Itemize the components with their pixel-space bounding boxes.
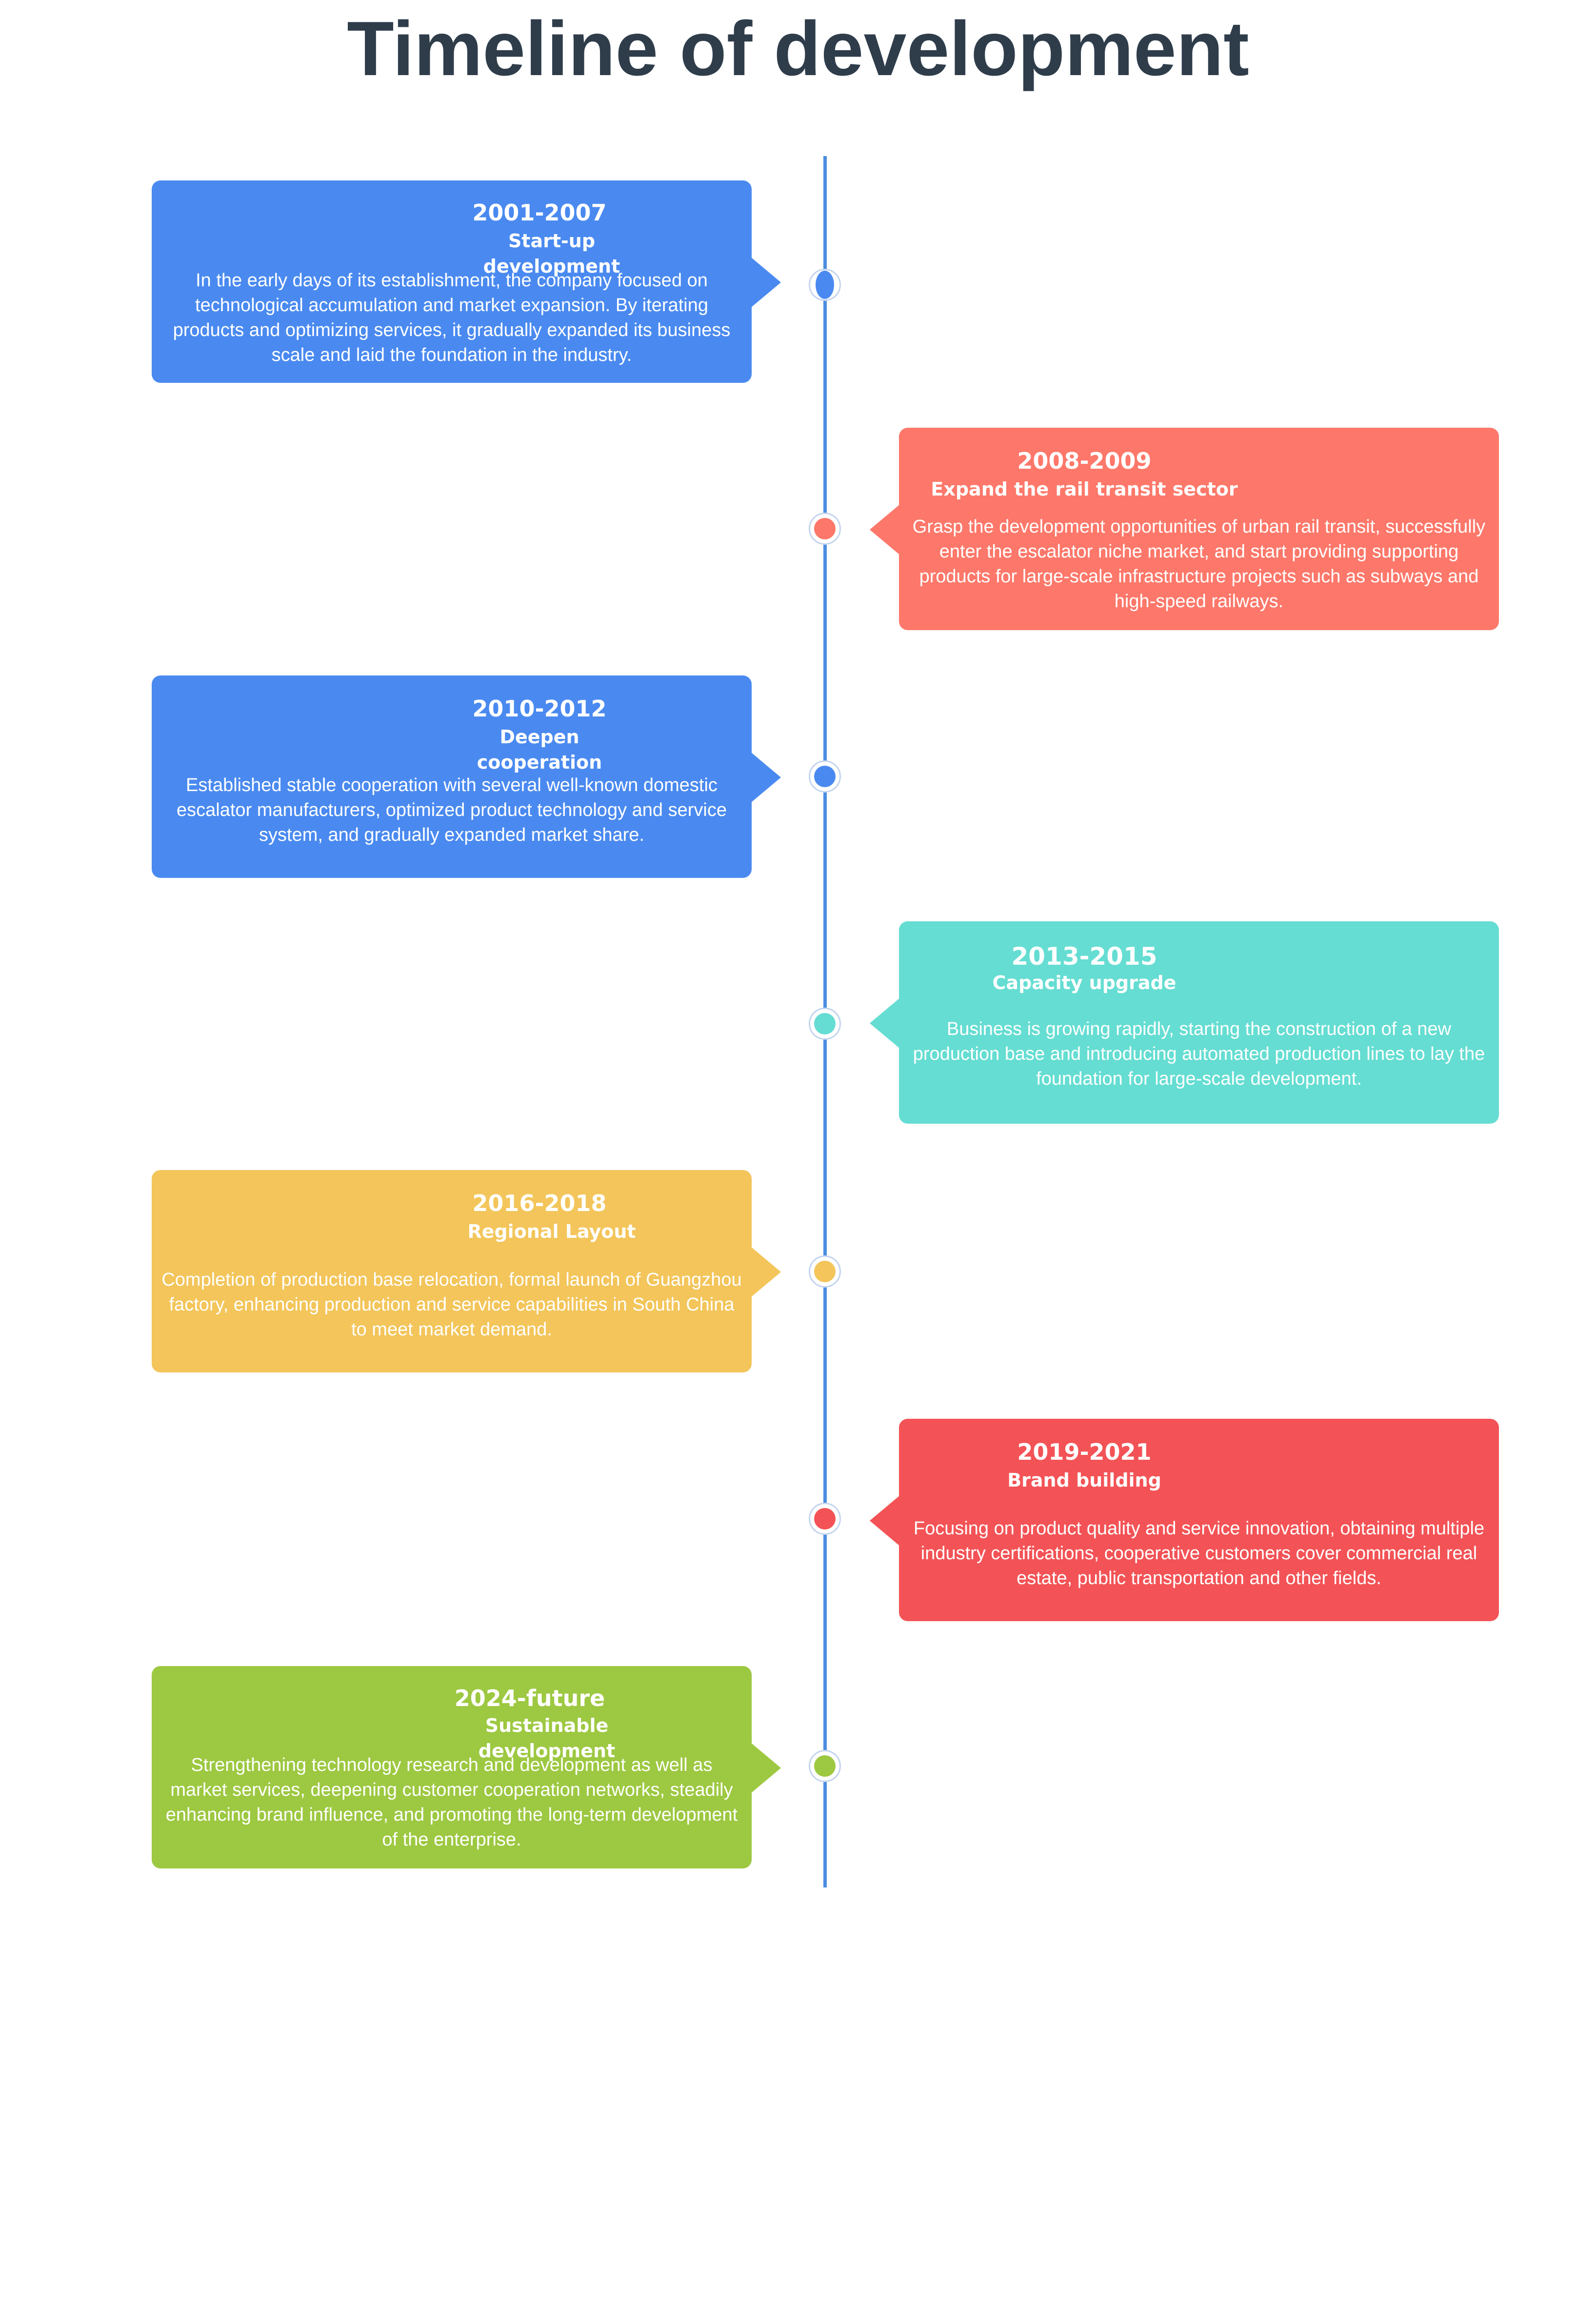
timeline-node-dot xyxy=(816,271,834,299)
page-title: Timeline of development xyxy=(347,6,1249,92)
timeline-node-dot xyxy=(814,1755,836,1777)
event-description: Grasp the development opportunities of u… xyxy=(912,516,1486,612)
timeline-node xyxy=(809,1008,841,1040)
card-pointer xyxy=(870,1495,900,1546)
event-heading: Start-up development xyxy=(483,230,620,277)
timeline-node xyxy=(809,513,841,545)
timeline-card-2019-2021: 2019-2021 Brand building Focusing on pro… xyxy=(870,1419,1499,1621)
card-pointer xyxy=(870,998,900,1049)
timeline-node xyxy=(809,1255,841,1288)
event-period: 2010-2012 xyxy=(472,695,607,722)
card-pointer xyxy=(751,257,781,308)
event-description: In the early days of its establishment, … xyxy=(173,270,731,365)
event-heading: Expand the rail transit sector xyxy=(931,478,1238,500)
event-description: Business is growing rapidly, starting th… xyxy=(913,1019,1485,1089)
event-period: 2013-2015 xyxy=(1011,942,1157,971)
event-period: 2019-2021 xyxy=(1017,1439,1152,1465)
card-pointer xyxy=(751,1743,781,1793)
card-pointer xyxy=(751,752,781,803)
event-description: Strengthening technology research and de… xyxy=(165,1755,738,1850)
event-heading: Brand building xyxy=(1007,1469,1161,1491)
timeline-node-dot xyxy=(814,1013,836,1034)
timeline-card-2001-2007: 2001-2007 Start-up development In the ea… xyxy=(152,180,781,383)
timeline-node xyxy=(809,1750,841,1782)
timeline-node-dot xyxy=(814,766,836,787)
event-period: 2024-future xyxy=(454,1685,605,1711)
timeline-card-2016-2018: 2016-2018 Regional Layout Completion of … xyxy=(152,1170,781,1372)
event-period: 2008-2009 xyxy=(1017,448,1152,474)
event-heading: Capacity upgrade xyxy=(992,972,1177,993)
timeline-node-dot xyxy=(814,1508,836,1529)
timeline-node xyxy=(809,1503,841,1535)
timeline-card-2010-2012: 2010-2012 Deepen cooperation Established… xyxy=(152,675,781,878)
event-period: 2001-2007 xyxy=(472,199,607,226)
timeline-card-2013-2015: 2013-2015 Capacity upgrade Business is g… xyxy=(870,921,1499,1124)
event-description: Established stable cooperation with seve… xyxy=(177,775,727,845)
timeline-card-2008-2009: 2008-2009 Expand the rail transit sector… xyxy=(870,428,1499,630)
timeline-node xyxy=(809,760,841,793)
event-heading: Deepen cooperation xyxy=(477,726,602,773)
card-pointer xyxy=(751,1247,781,1297)
event-heading: Sustainable development xyxy=(478,1715,616,1762)
event-description: Completion of production base relocation… xyxy=(161,1270,742,1340)
event-heading: Regional Layout xyxy=(467,1221,636,1242)
timeline-node-dot xyxy=(814,1261,836,1282)
card-pointer xyxy=(870,504,900,555)
timeline-card-2024-future: 2024-future Sustainable development Stre… xyxy=(152,1666,781,1868)
event-description: Focusing on product quality and service … xyxy=(913,1518,1485,1588)
timeline-node xyxy=(809,269,841,301)
event-period: 2016-2018 xyxy=(472,1190,607,1216)
timeline-node-dot xyxy=(814,518,836,539)
